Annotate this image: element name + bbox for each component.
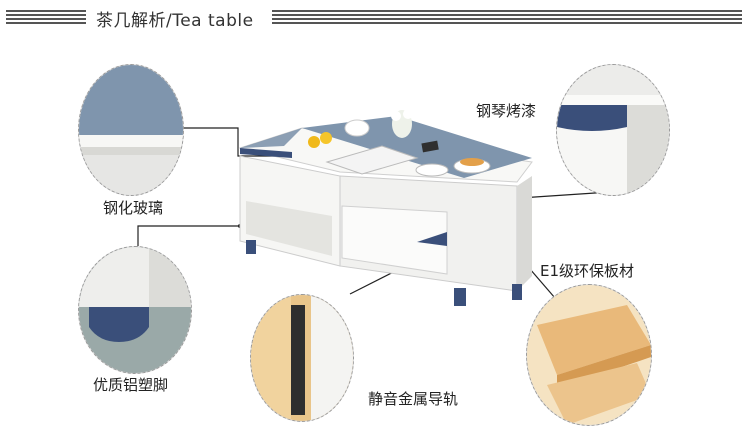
section-header: 茶几解析/Tea table (0, 0, 750, 36)
product-diagram: 钢化玻璃 钢琴烤漆 E1级环保板材 优质铝塑脚 静音金属导轨 (0, 36, 750, 432)
rail-detail-image (250, 294, 354, 422)
label-metal-rail: 静音金属导轨 (368, 390, 459, 408)
page-title: 茶几解析/Tea table (96, 11, 254, 31)
label-e1-board: E1级环保板材 (540, 262, 635, 280)
label-tempered-glass: 钢化玻璃 (103, 199, 164, 217)
legs-detail-image (78, 246, 192, 374)
label-aluminum-legs: 优质铝塑脚 (93, 376, 169, 394)
tea-table-image (238, 109, 533, 306)
glass-detail-image (78, 64, 184, 196)
header-stripes-right (272, 10, 742, 24)
board-detail-image (526, 284, 652, 426)
header-stripes-left (6, 10, 86, 24)
paint-detail-image (556, 64, 670, 196)
label-piano-paint: 钢琴烤漆 (476, 102, 537, 120)
